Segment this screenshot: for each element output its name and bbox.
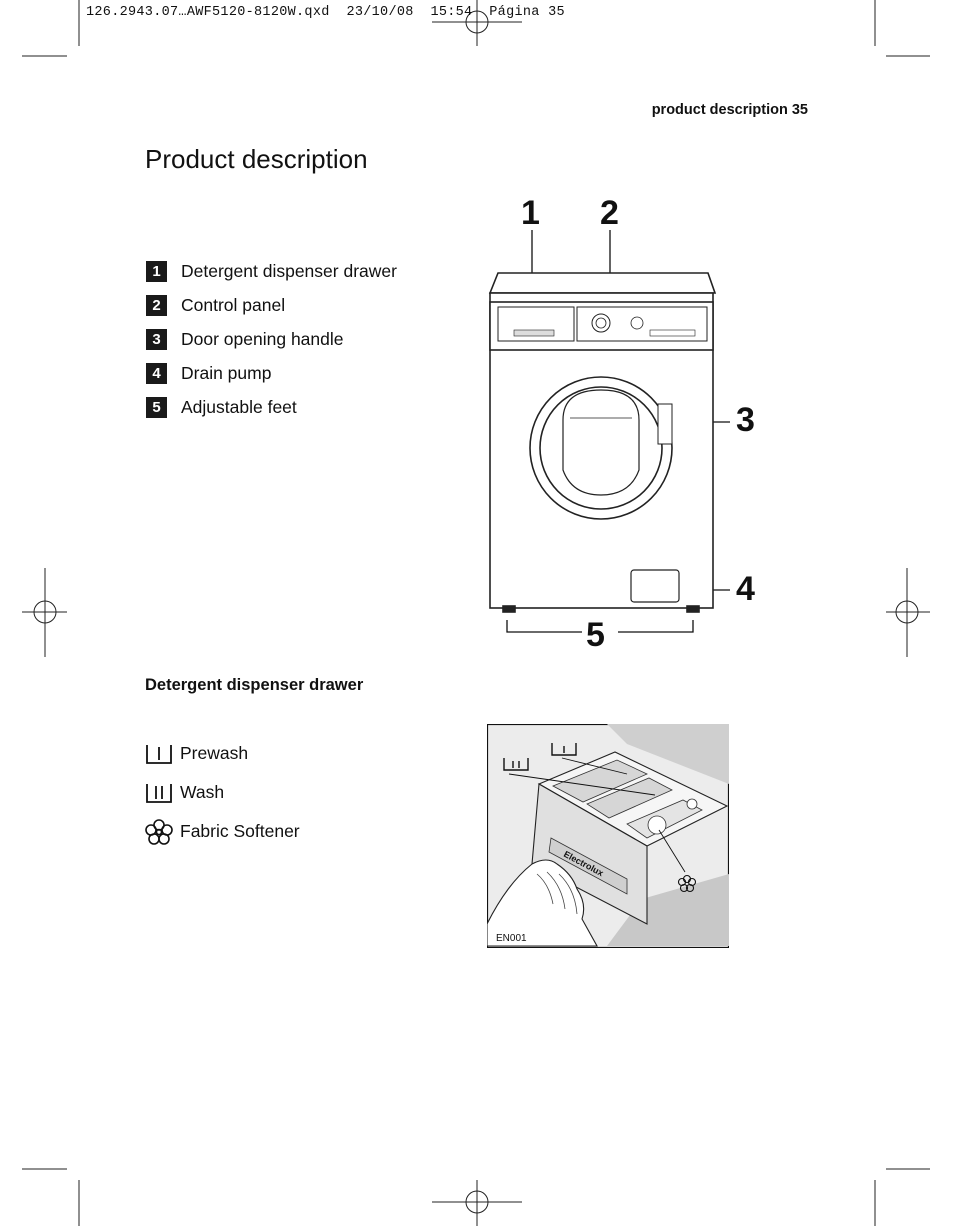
list-item: 3 Door opening handle	[146, 322, 397, 356]
list-item: Wash	[145, 773, 300, 812]
part-label: Detergent dispenser drawer	[181, 260, 397, 281]
part-label: Control panel	[181, 294, 286, 315]
callout-number: 5	[586, 616, 605, 654]
part-number-badge: 3	[146, 328, 167, 350]
part-number-badge: 1	[146, 260, 167, 282]
print-slug: 126.2943.07…AWF5120-8120W.qxd 23/10/08 1…	[86, 5, 565, 20]
wash-icon	[145, 780, 175, 806]
prewash-icon	[145, 741, 175, 767]
fabric-softener-icon	[145, 818, 175, 845]
compartment-label: Wash	[180, 782, 225, 802]
washing-machine-illustration: 1 2 3 4 5	[488, 194, 755, 654]
callout-number: 4	[736, 570, 755, 608]
dispenser-drawer-illustration: Electrolux EN001	[487, 724, 729, 948]
compartment-list: Prewash Wash Fabric Softener	[145, 734, 300, 851]
part-number-badge: 5	[146, 396, 167, 418]
section-heading: Detergent dispenser drawer	[145, 676, 364, 694]
parts-list: 1 Detergent dispenser drawer 2 Control pan…	[146, 254, 397, 424]
list-item: 5 Adjustable feet	[146, 390, 397, 424]
list-item: Fabric Softener	[145, 812, 300, 851]
part-number-badge: 4	[146, 362, 167, 384]
callout-number: 3	[736, 401, 755, 439]
part-label: Door opening handle	[181, 328, 344, 349]
part-number-badge: 2	[146, 294, 167, 316]
part-label: Drain pump	[181, 362, 272, 383]
running-header: product description 35	[651, 102, 808, 118]
list-item: 1 Detergent dispenser drawer	[146, 254, 397, 288]
list-item: 4 Drain pump	[146, 356, 397, 390]
list-item: 2 Control panel	[146, 288, 397, 322]
page-title: Product description	[145, 144, 368, 174]
figure-code: EN001	[496, 933, 527, 944]
compartment-label: Prewash	[180, 743, 249, 763]
callout-number: 2	[600, 194, 619, 232]
compartment-label: Fabric Softener	[180, 821, 300, 841]
list-item: Prewash	[145, 734, 300, 773]
part-label: Adjustable feet	[181, 396, 297, 417]
callout-number: 1	[521, 194, 540, 232]
